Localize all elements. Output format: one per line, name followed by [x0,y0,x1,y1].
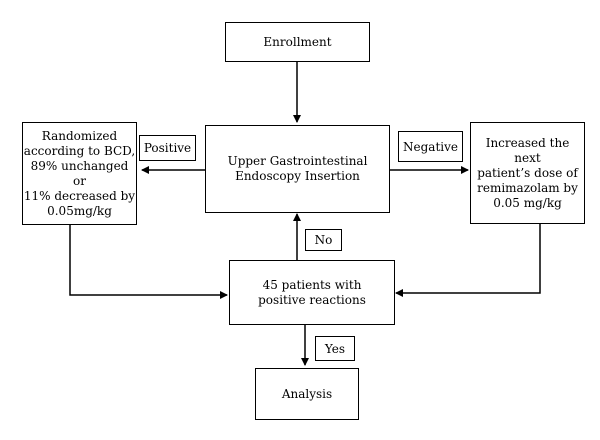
enrollment-box: Enrollment [225,22,370,62]
enrollment-text: Enrollment [263,34,332,49]
analysis-box: Analysis [255,368,359,420]
no-label-text: No [314,233,333,247]
randomized-box: Randomized according to BCD, 89% unchang… [22,122,137,225]
arrow-randomized-to-patients [69,225,228,299]
positive-patients-text: 45 patients with positive reactions [258,277,366,307]
endoscopy-insertion-box: Upper Gastrointestinal Endoscopy Inserti… [205,125,390,213]
positive-patients-box: 45 patients with positive reactions [229,260,395,325]
endoscopy-insertion-text: Upper Gastrointestinal Endoscopy Inserti… [227,154,368,183]
no-label: No [305,229,342,251]
yes-label: Yes [315,336,355,361]
increased-dose-box: Increased the next patient’s dose of rem… [470,122,585,224]
arrow-increased-to-patients [395,224,541,297]
positive-label: Positive [139,135,196,161]
yes-label-text: Yes [324,341,346,356]
randomized-text: Randomized according to BCD, 89% unchang… [23,128,136,218]
negative-label-text: Negative [403,139,458,154]
positive-label-text: Positive [143,141,192,155]
analysis-text: Analysis [281,386,333,401]
increased-dose-text: Increased the next patient’s dose of rem… [477,135,578,210]
negative-label: Negative [398,131,463,162]
